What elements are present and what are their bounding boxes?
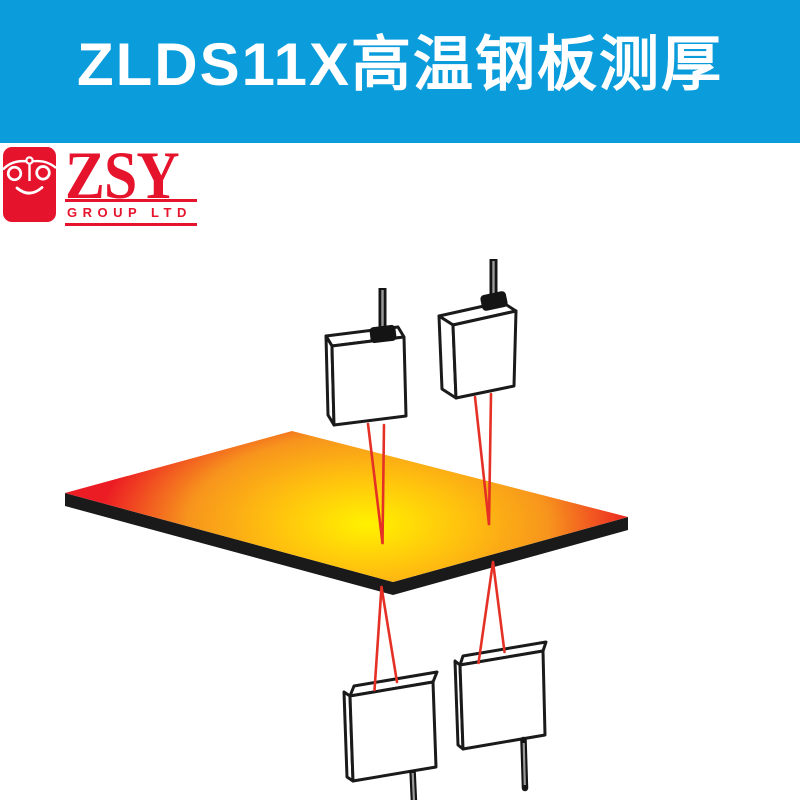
sensor-front-face (451, 309, 518, 400)
laser-beam-bottom-right-a (477, 560, 495, 665)
cable-gland (480, 291, 508, 311)
logo-smile (15, 186, 44, 195)
laser-beam-bottom-left-b (380, 585, 399, 684)
sensor-cable-core (411, 772, 416, 800)
page-title: ZLDS11X高温钢板测厚 (76, 31, 724, 98)
laser-beam-top-left-b (381, 423, 386, 545)
logo-divider-bottom (65, 223, 197, 226)
laser-sensor-top-left (324, 288, 408, 427)
sensor-front-face (348, 680, 438, 783)
sensor-front-face (330, 335, 408, 427)
zsy-face-icon (3, 147, 56, 222)
laser-beam-top-left-a (366, 422, 384, 545)
logo-company-name: ZSY (65, 137, 180, 213)
zsy-logo: ZSY GROUP LTD (3, 141, 197, 226)
logo-right-eye (35, 165, 51, 181)
laser-beam-bottom-left-a (373, 585, 383, 692)
plate-thickness-edge (65, 493, 628, 595)
logo-divider-top (65, 199, 197, 202)
laser-sensor-top-right (437, 259, 518, 400)
plate-hot-surface (65, 431, 628, 582)
zsy-face-icon-svg (3, 147, 56, 222)
laser-beams (366, 392, 506, 692)
sensor-cable-core (522, 742, 526, 786)
laser-sensor-bottom-left (342, 670, 439, 800)
title-banner: ZLDS11X高温钢板测厚 (0, 0, 800, 143)
logo-left-eye (6, 165, 23, 182)
hot-steel-plate (65, 431, 628, 595)
logo-center-dot (25, 156, 34, 165)
logo-company-subtitle: GROUP LTD (67, 205, 192, 220)
cable-gland (369, 324, 397, 344)
laser-beam-top-right-a (473, 395, 491, 526)
laser-beam-top-right-b (487, 392, 493, 526)
zsy-logo-text: ZSY GROUP LTD (65, 141, 197, 226)
laser-sensor-bottom-right (453, 640, 548, 792)
sensor-front-face (458, 649, 547, 751)
laser-beam-bottom-right-b (491, 560, 506, 654)
